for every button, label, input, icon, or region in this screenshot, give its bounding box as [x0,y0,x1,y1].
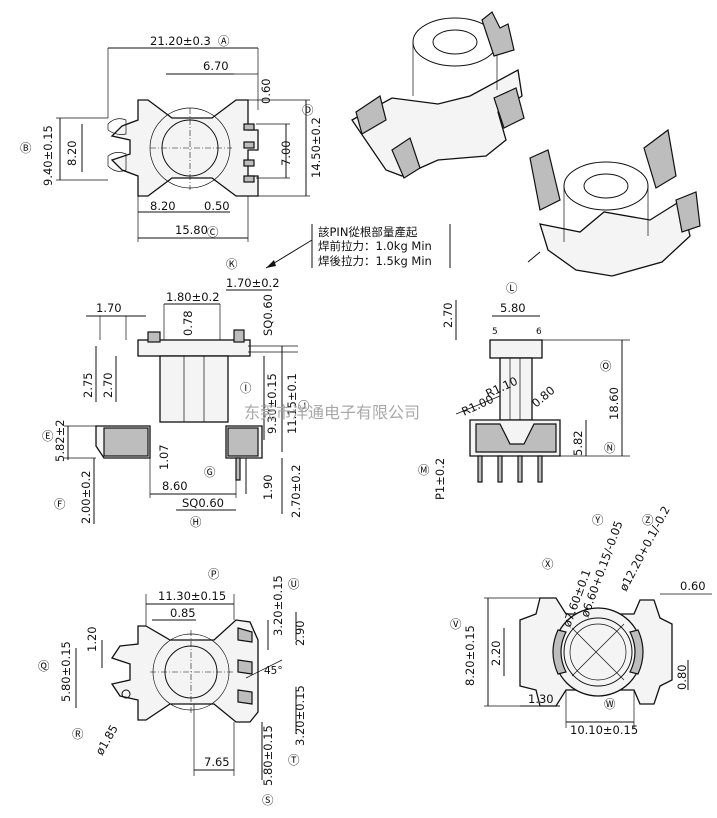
dim-pin-h2: 2.70±0.2 [289,464,303,518]
dim-total: 11.15±0.1 [285,373,299,434]
marker-e: Ⓔ [42,429,54,443]
marker-b: Ⓑ [20,141,32,155]
marker-m: Ⓜ [418,463,430,477]
dim-left-height: 9.40±0.15 [41,125,55,186]
side-view-pin [235,457,241,481]
bottom-view: 11.30±0.15 Ⓟ 0.85 1.20 5.80±0.15 Ⓠ ø1.85… [38,567,307,807]
dim-front-height: 18.60 [607,387,621,420]
pin-label-5: 5 [492,327,498,337]
iso-view-upper [351,11,525,179]
dim-pin-offset: 0.60 [259,78,273,104]
iso-view-lower [527,128,701,277]
marker-d: Ⓓ [302,103,314,117]
dim-slot-height: 7.00 [279,140,293,166]
dim-sec-pin: 0.60 [680,579,706,593]
dim-inner: 9.30±0.15 [265,373,279,434]
marker-p: Ⓟ [208,567,220,581]
dim-base-width: 15.80 [175,223,208,237]
dim-sq-top: SQ0.60 [261,294,275,336]
dim-right-height: 14.50±0.2 [309,117,323,178]
note-line-3: 焊後拉力：1.5kg Min [318,254,432,268]
dim-flange-gap: 1.80±0.2 [166,290,220,304]
dim-bottom-slot: 2.90 [293,620,307,646]
top-view-pin-2 [243,141,255,149]
dim-bottom-offset: 0.85 [170,606,196,620]
top-view-pin-3 [243,159,255,167]
marker-u: Ⓤ [288,577,300,591]
marker-j: Ⓙ [298,399,310,413]
dim-sec-height: 8.20±0.15 [463,625,477,686]
marker-i: Ⓘ [240,381,252,395]
marker-r: Ⓡ [72,727,84,741]
marker-v: Ⓥ [450,617,462,631]
dim-pin-top: 1.20 [85,626,99,652]
dim-h1: 2.75 [81,372,95,398]
dim-front-slot: 0.80 [529,383,558,410]
note-line-2: 焊前拉力：1.0kg Min [318,239,432,253]
marker-o: Ⓞ [600,359,612,373]
dim-sec-width: 10.10±0.15 [570,723,638,737]
marker-t: Ⓣ [288,753,300,767]
dim-bottom-gap: 0.50 [204,199,230,213]
dim-sec-d2: ø6.60+0.15/-0.05 [578,519,626,619]
dim-bottom-left: 8.20 [150,199,176,213]
marker-k: Ⓚ [226,257,238,271]
dim-front-pitch: P1±0.2 [433,458,447,500]
dim-h2: 2.70 [101,372,115,398]
top-view-left-clip-upper [107,118,127,135]
dim-right-bottom: 5.80±0.15 [261,725,275,786]
dim-angle: 45° [264,665,283,677]
dim-pin-len: 2.00±0.2 [79,470,93,524]
dim-right-low: 3.20±0.15 [293,685,307,746]
marker-y: Ⓨ [592,513,604,527]
dim-pin-sq: SQ0.60 [182,496,224,510]
dim-front-width: 5.80 [500,301,526,315]
marker-w: Ⓦ [604,697,616,711]
marker-c: Ⓒ [207,225,219,239]
dim-left-step: 1.70 [96,301,122,315]
marker-q: Ⓠ [38,659,50,673]
dim-flange: 5.82±2 [53,419,67,462]
dim-bottom-left: 5.80±0.15 [59,641,73,702]
dim-bottom-base: 7.65 [204,755,230,769]
dim-sec-inner: 2.20 [489,640,503,666]
marker-z: Ⓩ [642,513,654,527]
dim-pin-h: 1.90 [261,474,275,500]
top-view: 21.20±0.3 Ⓐ 6.70 0.60 9.40±0.15 Ⓑ 8.20 1… [20,34,323,242]
top-view-left-clip-lower [107,152,127,172]
dim-top-right: 3.20±0.15 [271,575,285,636]
dim-top-tab: 1.70±0.2 [226,276,280,290]
marker-l: Ⓛ [506,281,518,295]
dim-sec-left: 1.30 [528,692,554,706]
top-view-pin-1 [243,123,255,131]
dim-sec-right: 0.80 [675,664,689,690]
marker-s: Ⓢ [262,793,274,807]
dim-core: 1.07 [157,444,171,470]
watermark: 东莞市洋通电子有限公司 [244,403,420,422]
marker-h: Ⓗ [190,515,202,529]
dim-bottom-width: 11.30±0.15 [158,589,226,603]
dim-front-top: 2.70 [441,302,455,328]
dim-inner-height: 8.20 [65,140,79,166]
marker-a: Ⓐ [218,34,230,48]
section-view: ø7.60±0.1 Ⓧ ø6.60+0.15/-0.05 Ⓨ ø12.20+0.… [450,504,712,737]
dim-hole-width: 6.70 [203,59,229,73]
side-view: 1.70 1.80±0.2 1.70±0.2 Ⓚ 0.78 SQ0.60 2.7… [42,257,310,529]
dim-overall-width: 21.20±0.3 [150,34,211,48]
pin-label-6: 6 [536,327,542,337]
top-view-pin-4 [243,175,255,183]
dim-front-lower: 5.82 [571,430,585,456]
marker-x: Ⓧ [542,557,554,571]
marker-g: Ⓖ [204,465,216,479]
front-view: 5.80 Ⓛ 5 6 2.70 18.60 Ⓞ 5.82 Ⓝ R1.00 R1.… [418,281,630,500]
dim-span: 8.60 [162,479,188,493]
dim-wall: 0.78 [181,310,195,336]
marker-n: Ⓝ [604,441,616,455]
note-line-1: 該PIN從根部量產起 [318,225,418,239]
marker-f: Ⓕ [54,497,66,511]
dim-hole: ø1.85 [92,722,120,757]
pin-strength-note: 該PIN從根部量產起 焊前拉力：1.0kg Min 焊後拉力：1.5kg Min [265,224,451,269]
